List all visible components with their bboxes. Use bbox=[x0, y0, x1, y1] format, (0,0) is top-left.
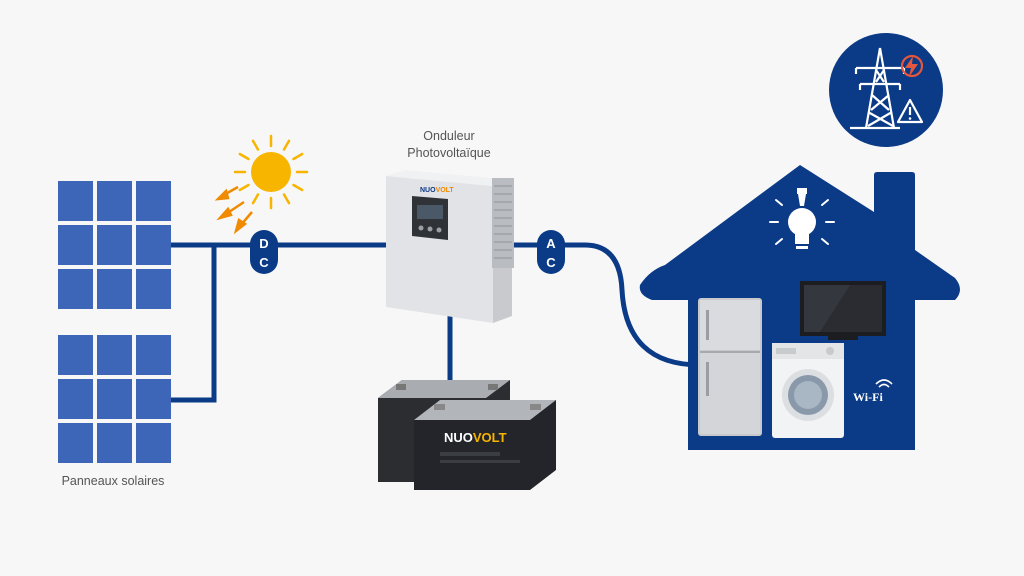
solar-panel-cell bbox=[58, 269, 93, 309]
ac-wire bbox=[512, 242, 701, 368]
ac-badge-bottom: C bbox=[546, 255, 556, 270]
inverter-brand-logo: NUOVOLT bbox=[420, 187, 454, 194]
sun-icon bbox=[233, 134, 309, 210]
inverter-label-line2: Photovoltaïque bbox=[407, 146, 490, 160]
sun-ray bbox=[292, 152, 304, 161]
television bbox=[800, 281, 886, 340]
sun-ray bbox=[282, 139, 291, 151]
sun-arrows bbox=[214, 185, 253, 235]
wifi-label: Wi-Fi bbox=[853, 390, 883, 404]
solar-panel-cell bbox=[136, 379, 171, 419]
solar-panel-cell bbox=[97, 423, 132, 463]
solar-panel-cell bbox=[136, 269, 171, 309]
solar-panel-cell bbox=[136, 423, 171, 463]
power-pylon-icon bbox=[850, 47, 906, 130]
power-outage-icon bbox=[900, 54, 924, 78]
solar-panels bbox=[58, 181, 171, 463]
dc-badge-bottom: C bbox=[259, 255, 269, 270]
wiring bbox=[170, 242, 701, 403]
battery-front: NUOVOLT bbox=[414, 400, 556, 490]
dc-badge: D C bbox=[250, 230, 278, 274]
solar-panel-cell bbox=[58, 335, 93, 375]
battery-brand-logo: NUOVOLT bbox=[444, 430, 507, 445]
washing-machine bbox=[772, 343, 844, 438]
warning-icon bbox=[896, 98, 924, 124]
solar-panel-cell bbox=[97, 225, 132, 265]
solar-panel-cell bbox=[136, 225, 171, 265]
light-bulb-icon bbox=[769, 188, 835, 249]
inverter-label-line1: Onduleur bbox=[423, 129, 474, 143]
sun-ray bbox=[238, 183, 250, 192]
panels-label: Panneaux solaires bbox=[62, 474, 165, 488]
solar-panel-cell bbox=[136, 335, 171, 375]
solar-panel-cell bbox=[58, 225, 93, 265]
wifi-icon: Wi-Fi bbox=[853, 379, 893, 404]
refrigerator bbox=[698, 298, 762, 436]
ac-badge: A C bbox=[537, 230, 565, 274]
solar-panel-cell bbox=[97, 335, 132, 375]
sun-ray bbox=[251, 139, 260, 151]
dc-wire-panel-bottom bbox=[170, 245, 217, 403]
sun-ray bbox=[238, 152, 250, 161]
solar-panel-cell bbox=[97, 379, 132, 419]
sun-ray bbox=[282, 193, 291, 205]
dc-badge-top: D bbox=[259, 236, 268, 251]
sun-ray bbox=[251, 193, 260, 205]
ac-badge-top: A bbox=[546, 236, 556, 251]
solar-panel-cell bbox=[136, 181, 171, 221]
solar-panel-cell bbox=[97, 181, 132, 221]
sun-ray bbox=[292, 183, 304, 192]
solar-panel-cell bbox=[97, 269, 132, 309]
solar-panel-cell bbox=[58, 181, 93, 221]
grid-badge bbox=[829, 33, 943, 147]
solar-panel-cell bbox=[58, 423, 93, 463]
solar-panel-cell bbox=[58, 379, 93, 419]
inverter-screen bbox=[417, 205, 443, 219]
inverter: NUOVOLT bbox=[386, 170, 514, 323]
